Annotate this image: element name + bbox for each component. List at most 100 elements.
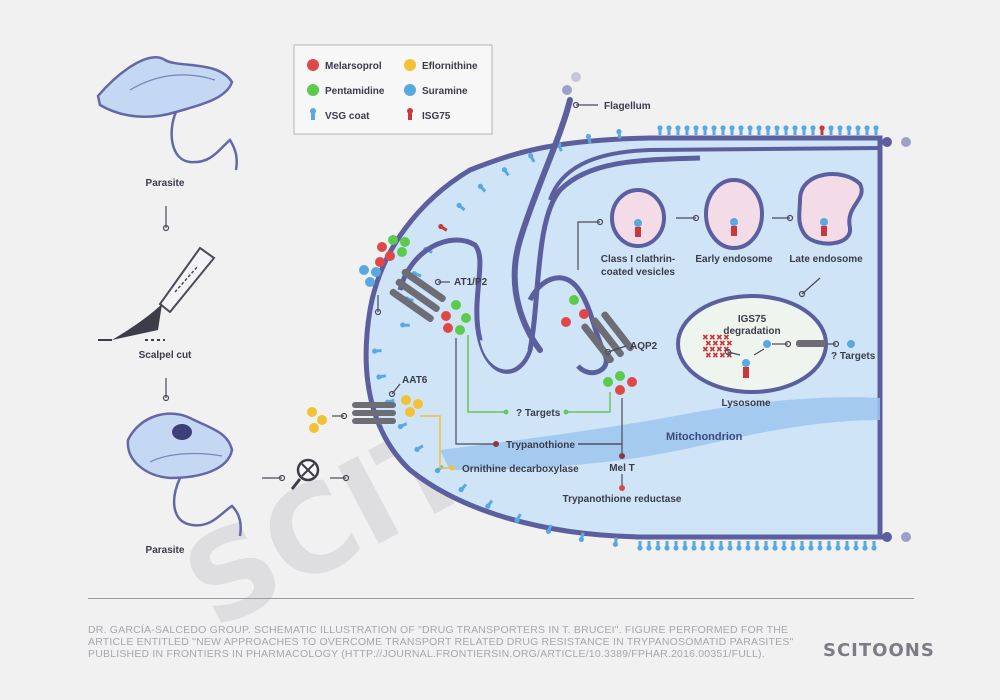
legend: Melarsoprol Eflornithine Pentamidine Sur… [293,44,493,135]
melarsoprol-molecule [375,257,385,267]
vsg-coat-swatch [310,108,316,120]
vsg-protein [545,524,553,534]
pentamidine-molecule [388,235,398,245]
degraded-isg75-mark: ✖ [723,333,730,342]
late-endosome-label: Late endosome [789,254,863,265]
vsg-protein [702,125,708,135]
vsg-protein [673,541,679,551]
vsg-protein [585,133,592,144]
melarsoprol-molecule [627,377,637,387]
vsg-protein [808,541,814,551]
vsg-protein [646,541,652,551]
vsg-protein [675,125,681,135]
flagellum [511,72,581,353]
degraded-isg75-mark: ✖ [709,333,716,342]
vsg-protein [655,541,661,551]
legend-vsg-coat: VSG coat [325,111,370,122]
vsg-protein [578,532,585,543]
vsg-protein [736,541,742,551]
vsg-protein [397,422,408,430]
eflornithine-molecule [309,423,319,433]
vsg-protein [718,541,724,551]
scitoons-logo: SCITOONS [823,640,935,661]
ornithine-label: Ornithine decarboxylase [462,464,579,475]
vsg-protein [711,125,717,135]
eflornithine-molecule [405,407,415,417]
vsg-protein [846,125,852,135]
class1-label-line1: Class I clathrin- [601,254,675,265]
vsg-protein [817,541,823,551]
parasite-bottom [126,412,242,537]
pentamidine-molecule [603,377,613,387]
vsg-protein [616,129,622,139]
vsg-protein [477,183,487,193]
vsg-protein [666,125,672,135]
vsg-protein [837,125,843,135]
melarsoprol-swatch [307,59,319,71]
pentamidine-swatch [307,84,319,96]
pentamidine-molecule [569,295,579,305]
vsg-protein [682,541,688,551]
vsg-protein [501,167,510,177]
melarsoprol-molecule [377,242,387,252]
legend-eflornithine: Eflornithine [422,61,478,72]
degraded-isg75-mark: ✖ [719,339,726,348]
parasite-top-label: Parasite [146,178,185,189]
vsg-protein [458,483,468,493]
early-endosome-label: Early endosome [695,254,773,265]
melarsoprol-molecule [441,311,451,321]
vsg-protein [684,125,690,135]
flagellar-pocket [397,155,701,376]
vsg-protein [853,541,859,551]
isg75-protein [438,223,448,232]
degraded-isg75: ✖✖✖✖✖✖✖✖✖✖✖✖✖✖✖✖ [702,333,733,360]
vsg-protein [864,125,870,135]
vsg-protein [372,348,382,354]
class1-label-line2: coated vesicles [601,267,675,278]
suramine-molecule [371,267,381,277]
vsg-protein [844,541,850,551]
vsg-protein [754,541,760,551]
vsg-protein [528,153,536,163]
isg75-swatch [407,108,413,120]
degraded-isg75-mark: ✖ [719,351,726,360]
class1-vesicle [610,188,666,248]
pentamidine-molecule [400,237,410,247]
vsg-protein [855,125,861,135]
degraded-isg75-mark: ✖ [716,345,723,354]
vsg-protein [826,541,832,551]
vsg-protein [720,125,726,135]
degraded-isg75-mark: ✖ [726,339,733,348]
vsg-protein [514,513,522,523]
vsg-coat [372,125,879,551]
vsg-protein [790,541,796,551]
lysosome-label: Lysosome [721,398,771,409]
vsg-protein [700,541,706,551]
degraded-isg75-mark: ✖ [716,333,723,342]
eflornithine-molecule [413,399,423,409]
vsg-protein [756,125,762,135]
degraded-isg75-mark: ✖ [705,339,712,348]
vsg-protein [781,541,787,551]
vsg-protein [456,202,466,212]
targets-label: ? Targets [516,408,561,419]
scalpel-label: Scalpel cut [139,350,192,361]
degraded-isg75-mark: ✖ [702,345,709,354]
melarsoprol-molecule [443,323,453,333]
vsg-protein [810,125,816,135]
legend-isg75: ISG75 [422,111,451,122]
vsg-protein [727,541,733,551]
eflornithine-molecule [317,415,327,425]
at1p2-transporter [389,268,446,323]
degraded-isg75-mark: ✖ [702,333,709,342]
drug-molecules [307,235,637,433]
vsg-protein [747,125,753,135]
degraded-isg75-mark: ✖ [709,345,716,354]
lysosome-title-line2: degradation [723,326,780,337]
vsg-protein [745,541,751,551]
vsg-protein [400,322,410,328]
footer-divider [88,598,914,599]
pentamidine-molecule [451,300,461,310]
suramine-molecule [365,277,375,287]
